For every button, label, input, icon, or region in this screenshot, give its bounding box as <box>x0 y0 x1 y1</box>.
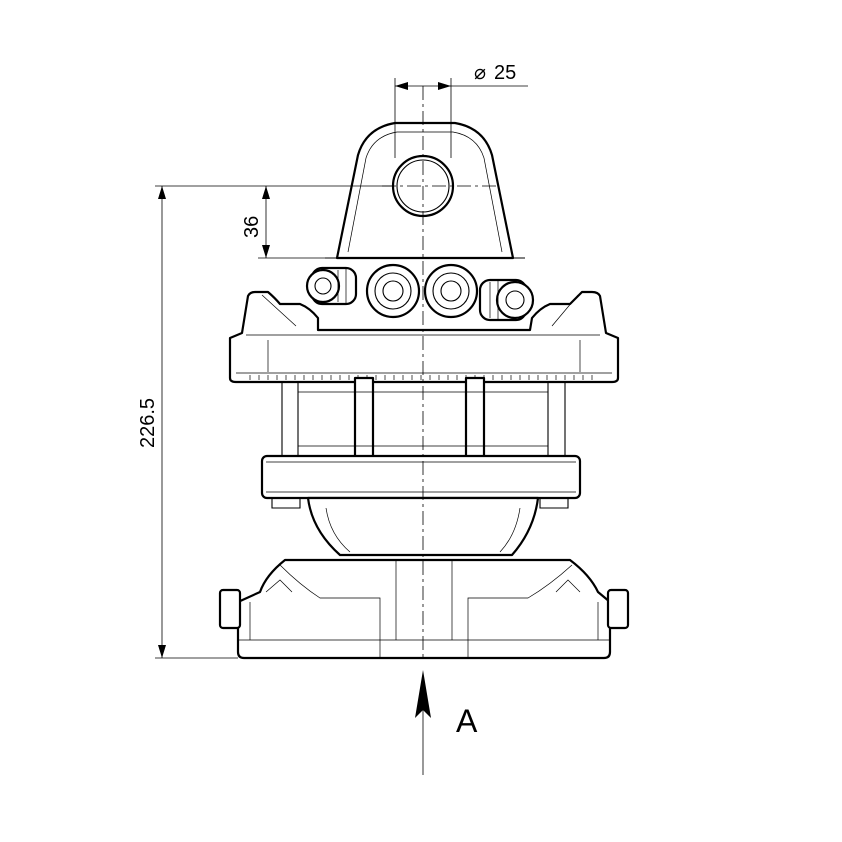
view-arrow: A <box>415 670 478 775</box>
overall-height-value: 226.5 <box>137 398 159 448</box>
diameter-dimension: ⌀ 25 <box>394 62 528 158</box>
top-flange <box>228 290 620 384</box>
overall-height-dimension: 226.5 <box>137 185 258 659</box>
central-body <box>281 376 566 462</box>
view-label: A <box>456 703 478 739</box>
hydraulic-port-3 <box>423 263 479 319</box>
flange-bolt-ticks <box>249 375 593 380</box>
diameter-symbol: ⌀ <box>474 62 486 84</box>
eye-height-dimension: 36 <box>241 185 392 259</box>
eye-height-value: 36 <box>241 216 263 238</box>
body-bolt-1 <box>353 376 375 462</box>
rotator-base <box>218 558 630 660</box>
body-bolt-2 <box>464 376 486 462</box>
hydraulic-port-4 <box>478 278 535 322</box>
hydraulic-port-1 <box>305 266 358 306</box>
conical-neck <box>306 496 540 557</box>
mounting-lug <box>325 121 525 260</box>
diameter-value: 25 <box>494 62 516 84</box>
hydraulic-fittings <box>305 263 535 322</box>
center-lines <box>382 86 498 660</box>
hydraulic-port-2 <box>365 263 421 319</box>
